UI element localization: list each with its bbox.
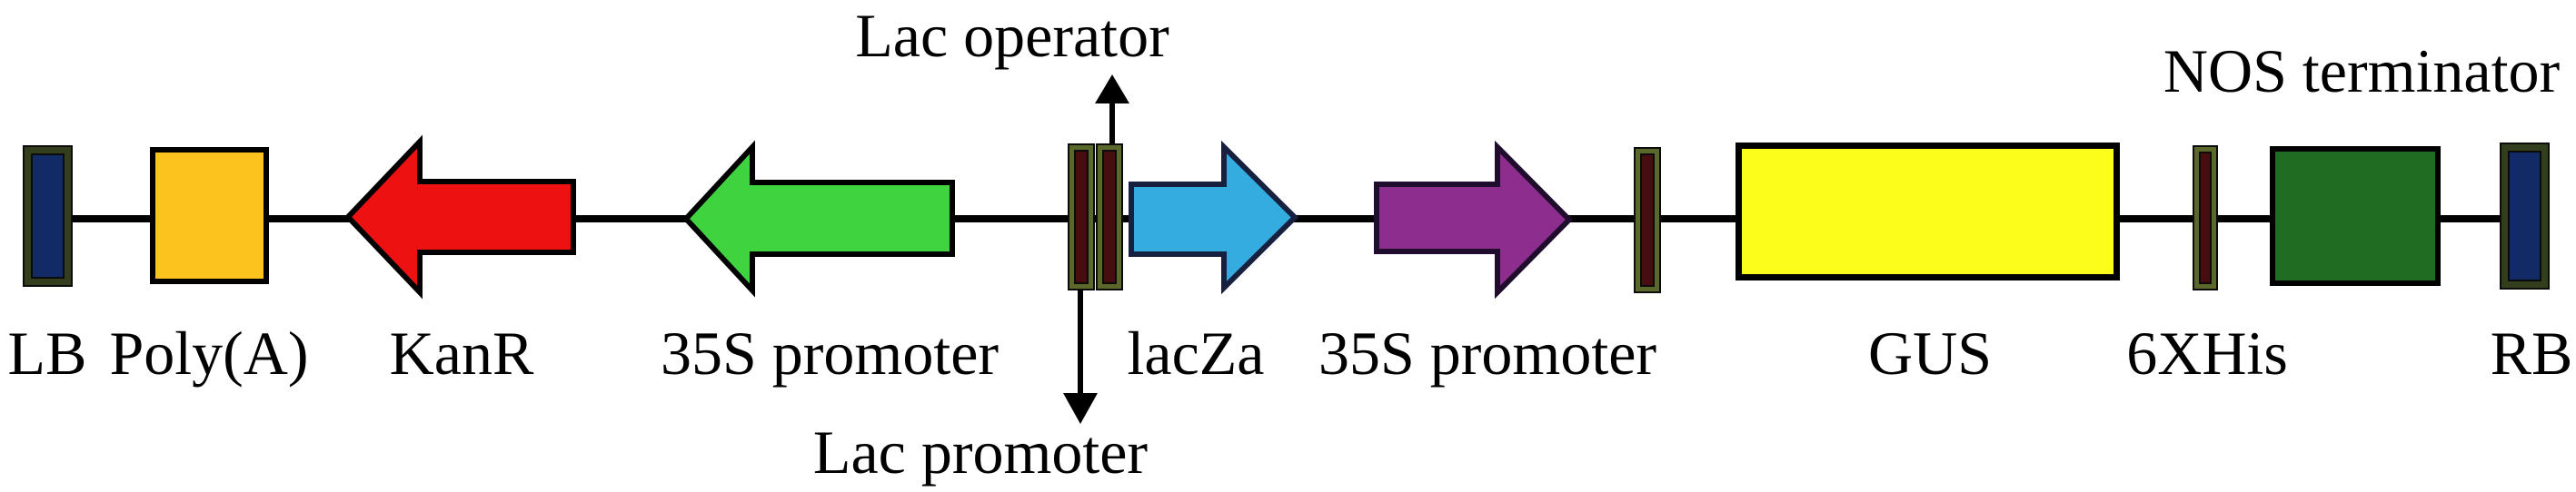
label-6xhis: 6XHis (2126, 319, 2288, 388)
lacza-arrow (1129, 140, 1299, 295)
lac-operator-callout-arrow (1095, 74, 1129, 154)
label-35s-promoter-right: 35S promoter (1318, 319, 1657, 388)
nos-box (2270, 146, 2441, 286)
rb-border-bar (2501, 144, 2548, 288)
label-lac-promoter: Lac promoter (812, 418, 1149, 487)
label-lac-operator: Lac operator (855, 1, 1169, 70)
label-lb: LB (7, 319, 87, 388)
label-nos-terminator: NOS terminator (2163, 36, 2561, 105)
promoter35s-right-arrow (1374, 140, 1574, 300)
gus-box (1736, 143, 2120, 280)
label-polya: Poly(A) (109, 319, 309, 388)
polya-box (150, 147, 269, 284)
label-lacza: lacZa (1127, 319, 1265, 388)
label-kanr: KanR (389, 319, 534, 388)
lac-region-bar-2 (1098, 145, 1121, 289)
label-gus: GUS (1867, 319, 1993, 388)
label-rb: RB (2490, 319, 2573, 388)
his-bar (2194, 147, 2216, 289)
label-35s-promoter-left: 35S promoter (660, 319, 1000, 388)
lb-border-bar (25, 147, 71, 285)
promoter35s-left-arrow (681, 140, 955, 298)
lac-region-bar-1 (1069, 145, 1093, 289)
spacer-bar (1636, 149, 1659, 291)
kanr-arrow (343, 134, 576, 300)
lac-promoter-callout-arrow (1063, 278, 1098, 424)
